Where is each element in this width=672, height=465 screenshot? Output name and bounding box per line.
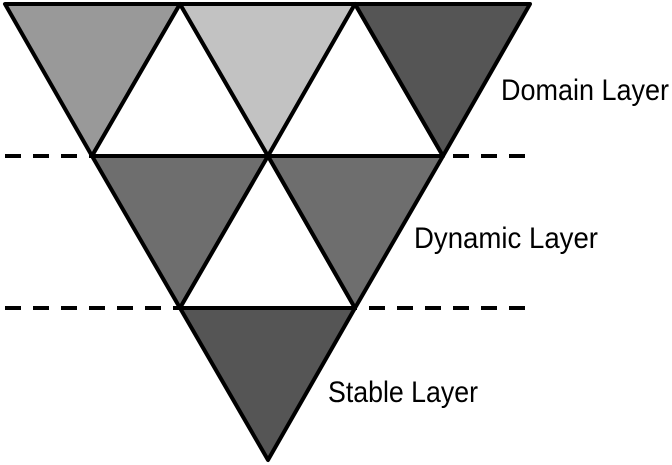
dynamic-layer-label: Dynamic Layer [414,222,598,255]
domain-layer-label: Domain Layer [501,74,669,107]
domain-triangle-5 [353,2,532,158]
stable-layer-label: Stable Layer [328,376,478,409]
dynamic-triangle-3 [266,154,445,310]
stable-triangle [178,306,357,462]
